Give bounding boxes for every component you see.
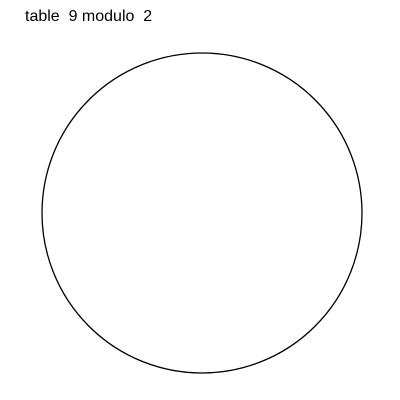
diagram-title: table 9 modulo 2 bbox=[25, 8, 153, 25]
main-circle bbox=[41, 52, 363, 374]
